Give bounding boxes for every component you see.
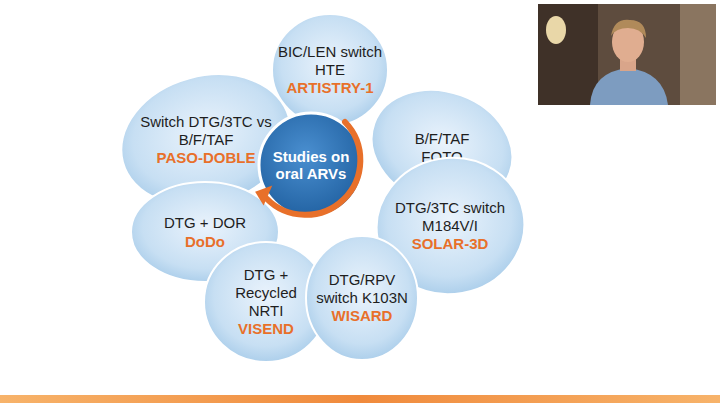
study-petal: DTG + Recycled NRTIVISEND — [216, 262, 316, 342]
center-circle-outline — [259, 113, 363, 217]
hub-label: Studies on oral ARVs — [272, 148, 350, 183]
regimen-text: DTG/RPV switch K103N — [312, 271, 412, 306]
regimen-text: DTG + DOR — [164, 214, 246, 232]
study-name: VISEND — [238, 320, 294, 338]
petal-outline — [106, 56, 305, 224]
video-inset — [538, 4, 716, 105]
study-name: PASO-DOBLE — [157, 149, 256, 167]
petal-outline — [131, 182, 279, 282]
study-petal: BIC/LEN switch HTEARTISTRY-1 — [275, 35, 385, 105]
study-petal: DTG/3TC switch M184V/ISOLAR-3D — [388, 186, 513, 266]
petal-outline — [204, 242, 328, 362]
study-name: DoDo — [185, 233, 225, 251]
study-name: WISARD — [332, 307, 393, 325]
petal-outline — [272, 14, 388, 126]
study-name: SOLAR-3D — [412, 235, 489, 253]
study-petal: DTG/RPV switch K103NWISARD — [312, 254, 412, 342]
regimen-text: DTG + Recycled NRTI — [216, 266, 316, 319]
bottom-band — [0, 395, 720, 403]
regimen-text: BIC/LEN switch HTE — [275, 43, 385, 78]
petal-outline — [306, 236, 418, 360]
study-name: ARTISTRY-1 — [287, 79, 374, 97]
regimen-text: DTG/3TC switch M184V/I — [388, 199, 513, 234]
hub-circle: Studies on oral ARVs — [263, 117, 359, 213]
regimen-text: Switch DTG/3TC vs B/F/TAF — [136, 113, 276, 148]
study-petal: Switch DTG/3TC vs B/F/TAFPASO-DOBLE — [136, 107, 276, 173]
